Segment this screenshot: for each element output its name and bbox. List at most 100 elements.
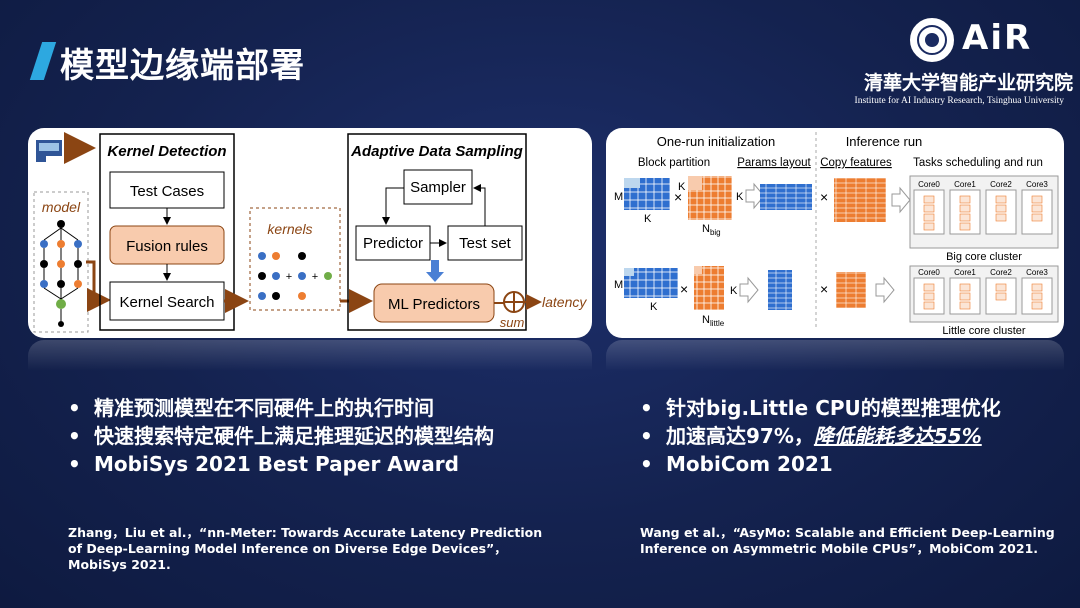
bullet-text: MobiCom 2021 [666,452,833,476]
fusion-rules-label: Fusion rules [126,238,208,255]
model-graph [40,220,82,327]
k-label-little-2: K [730,285,738,297]
schedule-arrow-little-icon [875,276,895,304]
test-cases-label: Test Cases [130,183,204,200]
svg-text:+: + [312,271,318,283]
little-task-blocks [923,283,1043,310]
matrix-n-little-block [694,266,702,274]
title-accent-bar [29,42,57,80]
nn-meter-figure: model Kernel Detection Test Cases Fusion… [28,128,592,338]
adaptive-sampling-box [347,133,527,331]
k-label-big: K [644,213,652,225]
schedule-arrow-big-icon [891,186,911,214]
testset-sampler-arrow [473,184,486,226]
sampler-box [403,169,473,205]
bullet-text: 加速高达97%， [666,424,814,448]
little-core2-label: Core2 [990,268,1012,277]
right-reference: Wang et al.，“AsyMo: Scalable and Efficie… [640,525,1055,556]
big-task-blocks [923,195,1043,231]
institute-name-cn: 清華大学智能产业研究院 [864,72,1074,94]
blue-arrow-stem [431,260,439,272]
k-label-little: K [650,301,658,313]
right-figure-reflection [606,340,1064,384]
left-bullet-list: • 精准预测模型在不同硬件上的执行时间 • 快速搜索特定硬件上满足推理延迟的模型结构… [68,394,494,478]
sampler-predictor-arrow [382,187,404,225]
kernels-box [249,207,341,311]
layout-arrow-big-icon [745,182,765,210]
asymo-figure: One-run initialization Inference run Blo… [606,128,1064,338]
bullet-dot: • [68,396,81,420]
bullet-highlight: 降低能耗多达55% [813,424,982,448]
layout-arrow-little-icon [739,276,759,304]
m-label-little: M [614,279,623,291]
copy-features-label: Copy features [820,157,892,169]
tsinghua-seal-icon [910,18,954,62]
tasks-scheduling-label: Tasks scheduling and run [913,157,1043,169]
times-icon-3: × [680,281,688,297]
latency-label: latency [542,294,587,310]
list-item: • 针对big.Little CPU的模型推理优化 [640,394,1001,422]
ml-predictors-label: ML Predictors [388,296,480,313]
blue-arrow-head [426,272,444,282]
left-figure-reflection [28,340,592,384]
list-item: • 快速搜索特定硬件上满足推理延迟的模型结构 [68,422,494,450]
sampler-label: Sampler [410,179,466,196]
model-label: model [42,199,81,215]
params-layout-big [760,184,812,210]
big-core0-label: Core0 [918,180,940,189]
list-item: • 加速高达97%，降低能耗多达55% [640,422,1001,450]
adaptive-sampling-title: Adaptive Data Sampling [350,143,523,160]
big-cluster-label: Big core cluster [946,251,1022,263]
big-core1-label: Core1 [954,180,976,189]
matrix-n-big-block [688,176,702,190]
predictor-label: Predictor [363,235,423,252]
left-reference: Zhang，Liu et al.，“nn-Meter: Towards Accu… [68,525,543,572]
kernels-graph: + + [258,252,332,300]
k-label-big-3: K [736,191,744,203]
bullet-dot: • [68,452,81,476]
kernels-label: kernels [267,221,312,237]
model-arrow [86,260,111,312]
matrix-m-big-block [624,178,640,188]
institute-name-en: Institute for AI Industry Research, Tsin… [854,96,1064,106]
times-icon-4: × [820,281,828,297]
bullet-dot: • [68,424,81,448]
right-bullet-list: • 针对big.Little CPU的模型推理优化 • 加速高达97%，降低能耗多达… [640,394,1001,478]
k-label-big-2: K [678,181,686,193]
times-icon-1: × [674,189,682,205]
list-item: • MobiCom 2021 [640,450,1001,478]
little-cluster-label: Little core cluster [942,325,1025,337]
kernel-search-label: Kernel Search [119,294,214,311]
bullet-text: MobiSys 2021 Best Paper Award [94,452,459,476]
kernel-detection-box [99,133,235,331]
big-core2-label: Core2 [990,180,1012,189]
inference-run-title: Inference run [846,134,923,149]
m-label-big: M [614,191,623,203]
little-core0-label: Core0 [918,268,940,277]
bullet-dot: • [640,396,653,420]
block-partition-label: Block partition [638,157,710,169]
device-icon [36,140,62,162]
bullet-text: 针对big.Little CPU的模型推理优化 [666,396,1001,420]
test-set-label: Test set [459,235,512,252]
matrix-m-little-block [624,268,634,276]
bullet-dot: • [640,452,653,476]
slide-title: 模型边缘端部署 [60,46,305,86]
kernel-detection-title: Kernel Detection [107,143,226,160]
times-icon-2: × [820,189,828,205]
predictor-box [355,225,431,261]
list-item: • MobiSys 2021 Best Paper Award [68,450,494,478]
big-core3-label: Core3 [1026,180,1048,189]
n-big-label: Nbig [702,223,721,237]
params-layout-label: Params layout [737,157,811,169]
n-little-label: Nlittle [702,314,725,328]
little-core3-label: Core3 [1026,268,1048,277]
air-wordmark: AiR [962,18,1033,58]
sum-label: sum [500,315,525,330]
test-cases-box [109,171,225,209]
bullet-text: 精准预测模型在不同硬件上的执行时间 [94,396,434,420]
features-big [834,178,886,222]
kernel-search-box [109,281,225,321]
bullet-text: 快速搜索特定硬件上满足推理延迟的模型结构 [94,424,494,448]
bullet-dot: • [640,424,653,448]
